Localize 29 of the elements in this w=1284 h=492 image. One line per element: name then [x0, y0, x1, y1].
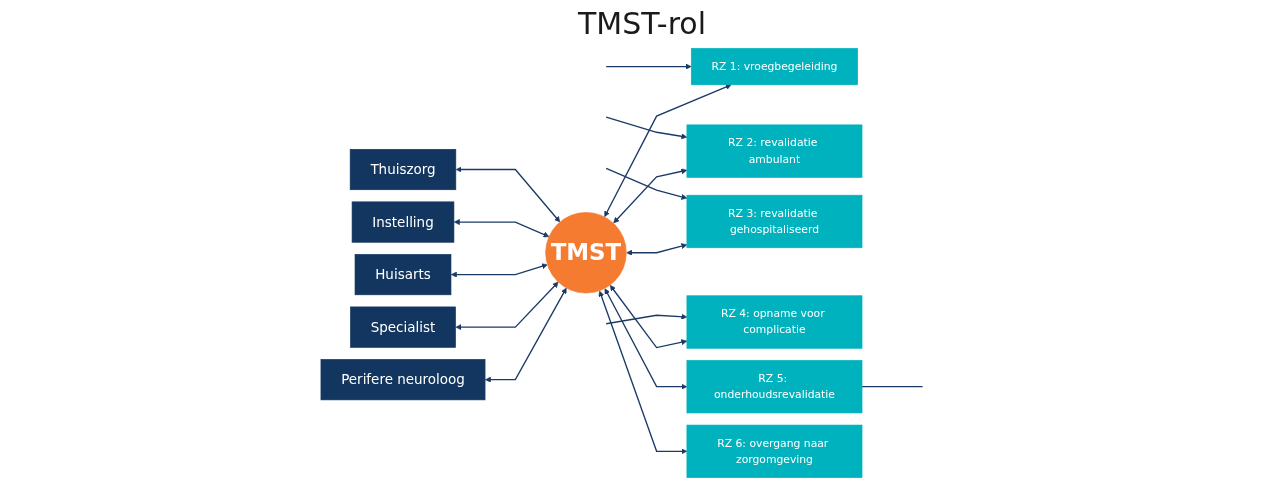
- arrow: [455, 166, 561, 223]
- node-box: Instelling: [351, 201, 455, 243]
- node-box: Thuiszorg: [349, 149, 457, 191]
- arrow: [605, 167, 688, 200]
- node-box: Huisarts: [354, 254, 452, 296]
- node-box: Perifere neuroloog: [320, 359, 486, 401]
- arrow: [626, 243, 688, 256]
- arrow: [485, 287, 567, 383]
- node-box: RZ 5: onderhoudsrevalidatie: [686, 360, 863, 414]
- arrow: [450, 263, 548, 278]
- arrow: [605, 63, 692, 70]
- arrow: [609, 285, 688, 349]
- node-box: RZ 3: revalidatie gehospitaliseerd: [686, 194, 863, 249]
- arrow: [605, 313, 688, 325]
- arrow: [455, 281, 559, 331]
- node-box: RZ 6: overgang naar zorgomgeving: [686, 424, 863, 478]
- node-box: Specialist: [350, 306, 456, 348]
- arrow: [598, 290, 688, 455]
- diagram-title: TMST-rol: [577, 6, 707, 41]
- arrow: [605, 116, 688, 140]
- connector: [861, 386, 924, 388]
- node-box: RZ 2: revalidatie ambulant: [686, 124, 863, 178]
- arrow: [604, 84, 732, 217]
- arrow: [613, 168, 688, 224]
- node-box: RZ 4: opname voor complicatie: [686, 295, 863, 349]
- node-circle: TMST: [545, 212, 627, 294]
- node-box: RZ 1: vroegbegeleiding: [690, 48, 858, 86]
- arrow: [604, 288, 688, 390]
- arrow: [453, 219, 550, 238]
